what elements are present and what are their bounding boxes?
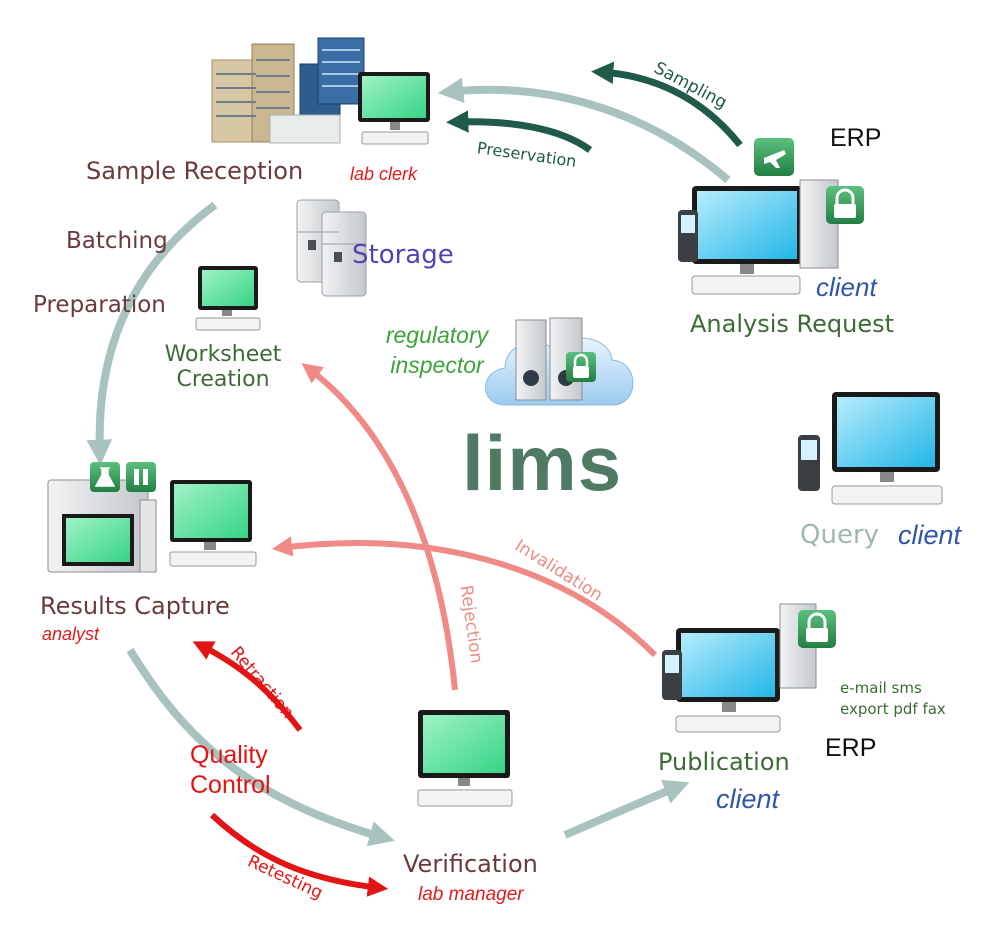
- label-batching: Batching: [66, 228, 168, 254]
- label-preparation: Preparation: [33, 292, 166, 318]
- arrow-retesting: [209, 812, 389, 897]
- computer-icon: [831, 392, 943, 505]
- computer-icon: [691, 186, 802, 295]
- computer-icon: [169, 480, 257, 567]
- role-lab-manager: lab manager: [418, 884, 524, 905]
- role-lab-clerk: lab clerk: [350, 164, 418, 184]
- cycle-arrows: [86, 77, 731, 847]
- quality-control-line1: Quality: [190, 741, 268, 769]
- node-title-analysis-request: Analysis Request: [690, 310, 894, 338]
- quality-control-line2: Control: [190, 771, 271, 799]
- pause-icon: [126, 462, 156, 492]
- node-title-sample-reception: Sample Reception: [86, 157, 304, 185]
- regulatory-line1: regulatory: [385, 322, 489, 348]
- publication-channels: e-mail sms export pdf fax: [840, 678, 946, 720]
- arrow-preservation: [446, 110, 593, 153]
- channels-line2: export pdf fax: [840, 700, 946, 718]
- pink-arrows: [271, 363, 658, 691]
- flask-icon: [90, 462, 120, 492]
- node-title-quality-control: Quality Control: [190, 740, 271, 800]
- arrow-sampling: [591, 61, 743, 148]
- worksheet-line1: Worksheet: [164, 342, 282, 367]
- arrow-results-to-verification: [126, 647, 395, 847]
- computer-icon: [675, 628, 781, 733]
- cloud-server-icon: [485, 317, 634, 406]
- worksheet-line2: Creation: [176, 367, 270, 392]
- lock-icon: [826, 186, 864, 224]
- label-storage: Storage: [352, 240, 454, 270]
- system-erp-publication: ERP: [825, 734, 877, 762]
- label-retraction: Retraction: [226, 643, 298, 723]
- arrow-rejection: [301, 363, 458, 691]
- computer-icon: [358, 72, 430, 145]
- computer-icon: [195, 266, 261, 331]
- arrow-retraction: [192, 641, 303, 732]
- lab-instrument-icon: [47, 479, 157, 573]
- arrow-invalidation: [271, 536, 658, 658]
- role-analyst: analyst: [42, 624, 100, 644]
- building-icon: [211, 37, 365, 144]
- role-regulatory-inspector: regulatory inspector: [372, 320, 502, 380]
- red-arrows: [192, 641, 389, 897]
- regulatory-line2: inspector: [390, 352, 484, 378]
- node-title-worksheet-creation: Worksheet Creation: [163, 342, 283, 392]
- role-client-query: client: [898, 520, 962, 550]
- phone-icon: [798, 435, 820, 491]
- channels-line1: e-mail sms: [840, 679, 922, 697]
- arrow-request-to-reception: [437, 77, 731, 184]
- lims-logo: lims: [462, 419, 623, 507]
- phone-icon: [662, 650, 682, 700]
- dark-arrows: [446, 61, 743, 153]
- system-erp-request: ERP: [830, 124, 882, 152]
- plane-icon: [754, 138, 794, 176]
- arrow-verification-to-publication: [563, 779, 690, 839]
- label-preservation: Preservation: [476, 138, 578, 171]
- node-title-verification: Verification: [403, 850, 538, 878]
- computer-icon: [417, 710, 513, 807]
- node-title-results-capture: Results Capture: [40, 592, 230, 620]
- label-rejection: Rejection: [456, 584, 487, 665]
- role-client-request: client: [816, 272, 877, 302]
- refrigerator-icon: [296, 199, 367, 297]
- node-title-publication: Publication: [658, 748, 790, 776]
- phone-icon: [678, 210, 698, 262]
- lock-icon: [798, 610, 836, 648]
- role-client-publication: client: [716, 784, 780, 814]
- arrow-reception-to-results: [86, 201, 218, 466]
- node-title-query: Query: [800, 520, 880, 550]
